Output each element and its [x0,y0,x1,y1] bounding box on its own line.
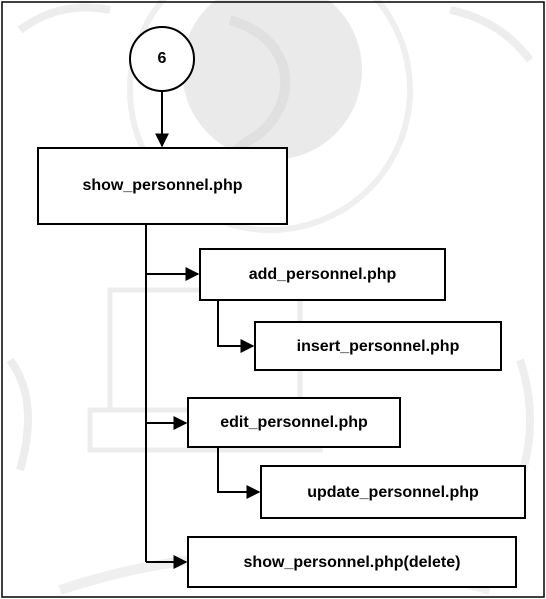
node-insert-personnel [254,321,502,371]
node-add-personnel [199,248,446,301]
node-insert-personnel-label: insert_personnel.php [297,338,460,355]
node-show-personnel-label: show_personnel.php [82,177,242,194]
node-update-personnel [260,465,526,519]
node-update-personnel-label: update_personnel.php [307,484,479,501]
node-add-personnel-label: add_personnel.php [249,266,397,283]
connector-label: 6 [158,50,167,67]
node-delete-personnel [187,536,517,588]
arrow-edit-to-update [217,447,261,499]
node-delete-personnel-label: show_personnel.php(delete) [244,554,461,571]
node-show-personnel [37,147,288,225]
arrow-add-to-insert [217,300,255,353]
node-edit-personnel-label: edit_personnel.php [220,414,368,431]
node-edit-personnel [187,397,401,448]
